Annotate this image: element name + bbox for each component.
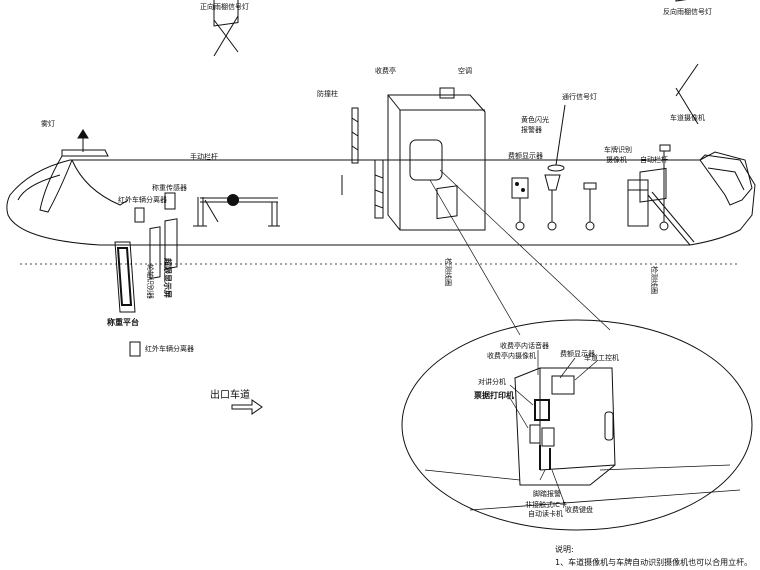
detection-loop-2 (639, 167, 667, 203)
label-loop-1: 检测线圈 (444, 258, 453, 286)
label-card-reader-1: 非接触式IC卡 (525, 500, 567, 509)
label-lane-camera: 车道摄像机 (670, 113, 705, 122)
label-lane-signal: 通行信号灯 (562, 92, 597, 101)
label-exit-lane: 出口车道 (210, 388, 250, 401)
island-end-nose (699, 151, 753, 206)
weigh-platform-icon (114, 218, 178, 313)
lane-signal-icon (544, 104, 566, 231)
separator-box-bottom (129, 341, 141, 357)
exit-lane-arrow (231, 399, 263, 415)
reverse-canopy-signal-icon (675, 0, 699, 125)
label-ac: 空调 (458, 66, 472, 75)
booth-detail-ellipse (401, 319, 753, 531)
manual-barrier-icon (193, 194, 280, 227)
label-plate-recog-1: 车牌识别 (604, 145, 632, 154)
label-reverse-canopy-signal: 反向雨棚信号灯 (663, 7, 712, 16)
weigh-sensor-box (164, 192, 176, 210)
lane-camera-icon (659, 144, 671, 231)
label-vehicle-separator: 红外车辆分离器 (118, 195, 167, 204)
fee-display-icon (511, 177, 529, 231)
label-card-reader-2: 自动读卡机 (528, 509, 563, 518)
label-manual-barrier: 手动栏杆 (190, 152, 218, 161)
label-plate-recog-2: 摄像机 (606, 155, 627, 164)
label-fee-display-2: 费额显示器 (560, 349, 595, 358)
label-weigh-sensor: 称重传感器 (152, 183, 187, 192)
label-weigh-platform: 称重平台 (107, 317, 139, 327)
label-foot-alarm: 脚踏报警 (533, 489, 561, 498)
note-title: 说明: (555, 544, 574, 554)
auto-barrier-cabinet (627, 179, 695, 246)
barrier-column-icon (341, 107, 359, 195)
label-forward-canopy-signal: 正向雨棚信号灯 (200, 2, 249, 11)
label-yellow-flash: 黄色闪光 (521, 115, 549, 124)
separator-box-top (134, 207, 145, 223)
label-auto-barrier: 自动栏杆 (640, 155, 668, 164)
note-1: 1、车道摄像机与车牌自动识别摄像机也可以合用立杆。 (555, 557, 752, 567)
plate-camera-icon (583, 182, 597, 231)
auto-barrier-arm (374, 159, 384, 219)
forward-canopy-signal-icon (213, 0, 239, 57)
label-axle-recog: 轮轴识别器 (146, 264, 155, 299)
label-fee-keyboard: 收费键盘 (565, 505, 593, 514)
label-booth-audio: 收费亭内话音器 (500, 341, 549, 350)
toll-booth-icon (387, 87, 486, 231)
label-intercom: 对讲分机 (478, 377, 506, 386)
label-booth-camera: 收费亭内摄像机 (487, 351, 536, 360)
label-vehicle-separator-2: 红外车辆分离器 (145, 344, 194, 353)
label-alarm: 报警器 (521, 125, 542, 134)
label-speed-display: 超限显示屏 (163, 257, 173, 298)
label-barrier-column: 防撞柱 (317, 89, 338, 98)
label-receipt-printer: 票据打印机 (473, 390, 514, 400)
label-loop-2: 检测线圈 (650, 266, 659, 294)
detection-loop-1 (436, 185, 458, 220)
booth-enlarged-icon (514, 367, 616, 486)
fog-lamp-icon (39, 129, 129, 213)
label-fog-lamp: 雾灯 (41, 119, 55, 128)
label-booth: 收费亭 (375, 66, 396, 75)
label-fee-display: 费额显示器 (508, 151, 543, 160)
label-lane-pc: 车道工控机 (584, 353, 619, 362)
